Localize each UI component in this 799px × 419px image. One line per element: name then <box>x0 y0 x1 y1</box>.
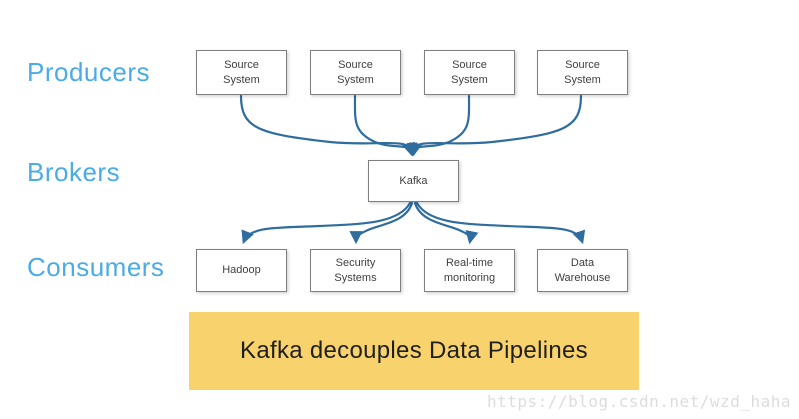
source-system-label: Source System <box>564 58 601 86</box>
source-system-box-1: Source System <box>196 50 287 95</box>
data-warehouse-label: Data Warehouse <box>554 256 611 284</box>
kafka-box: Kafka <box>368 160 459 202</box>
arrow-kafka-to-security <box>349 201 414 245</box>
hadoop-label: Hadoop <box>222 264 261 277</box>
source-system-label: Source System <box>223 58 260 86</box>
arrow-source2-to-kafka <box>353 94 415 157</box>
source-system-label: Source System <box>337 58 374 86</box>
arrow-kafka-to-hadoop <box>241 201 412 245</box>
arrow-kafka-to-realtime <box>413 201 479 245</box>
arrow-source4-to-kafka <box>407 94 583 157</box>
data-warehouse-box: Data Warehouse <box>537 249 628 292</box>
realtime-monitoring-label: Real-time monitoring <box>443 256 496 284</box>
security-systems-box: Security Systems <box>310 249 401 292</box>
kafka-label: Kafka <box>399 174 428 187</box>
source-system-box-4: Source System <box>537 50 628 95</box>
source-system-box-3: Source System <box>424 50 515 95</box>
security-systems-label: Security Systems <box>334 256 377 284</box>
watermark-url: https://blog.csdn.net/wzd_haha <box>487 392 791 411</box>
hadoop-box: Hadoop <box>196 249 287 292</box>
realtime-monitoring-box: Real-time monitoring <box>424 249 515 292</box>
caption-text: Kafka decouples Data Pipelines <box>240 337 588 364</box>
tier-label-brokers: Brokers <box>27 157 121 187</box>
source-system-box-2: Source System <box>310 50 401 95</box>
source-system-label: Source System <box>451 58 488 86</box>
arrow-source1-to-kafka <box>239 94 418 157</box>
caption-banner: Kafka decouples Data Pipelines <box>189 312 639 390</box>
tier-label-producers: Producers <box>27 57 150 87</box>
arrow-kafka-to-warehouse <box>415 201 586 245</box>
tier-label-consumers: Consumers <box>27 252 165 282</box>
